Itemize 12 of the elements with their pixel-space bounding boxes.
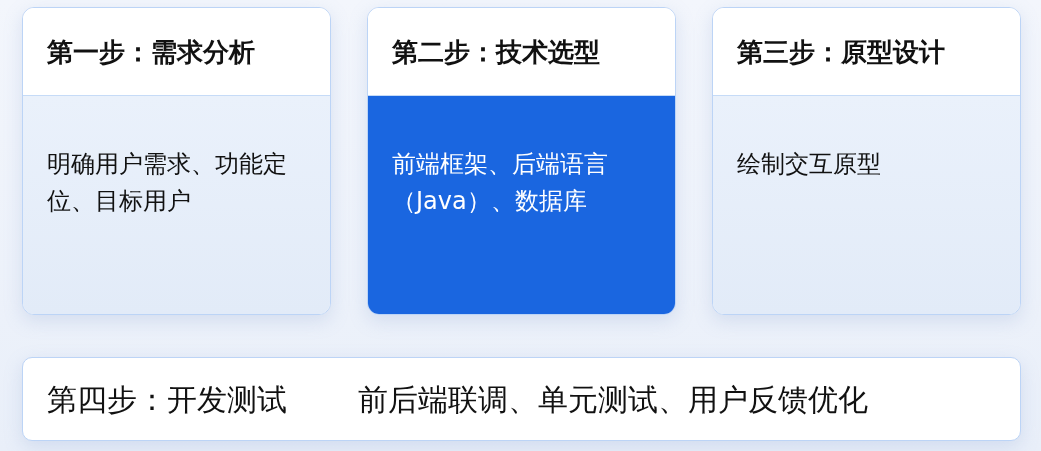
card-body: 明确用户需求、功能定位、目标用户 — [23, 96, 330, 314]
card-heading: 第一步：需求分析 — [23, 8, 330, 96]
card-heading: 第三步：原型设计 — [713, 8, 1020, 96]
step-card — [712, 7, 1021, 315]
card-body: 绘制交互原型 — [713, 96, 1020, 314]
bar-heading: 第四步：开发测试 — [47, 381, 287, 419]
bar-text: 前后端联调、单元测试、用户反馈优化 — [358, 381, 868, 419]
card-heading: 第二步：技术选型 — [368, 8, 675, 96]
step-card — [22, 7, 331, 315]
card-body: 前端框架、后端语言（Java）、数据库 — [368, 96, 675, 314]
step-bar — [22, 357, 1021, 441]
step-card — [367, 7, 676, 315]
